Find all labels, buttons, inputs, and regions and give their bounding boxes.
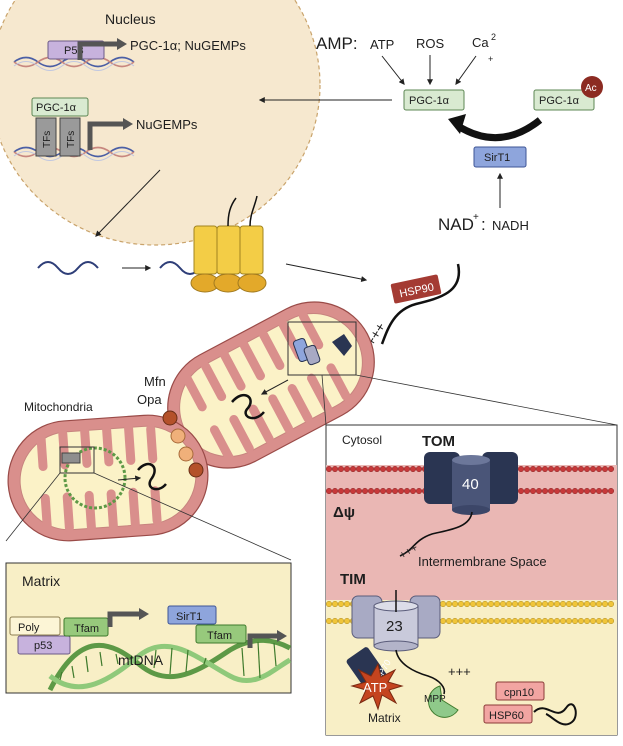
nad-charge: + [473,212,479,223]
acetyl-label: Ac [585,83,597,94]
tfs-transcription-arrow [87,121,124,150]
pgc1a-acetylated-label: PGC-1α [539,95,580,107]
tfam-transcription-arrow-1 [107,611,140,627]
mfn-label: Mfn [144,374,166,389]
mito-p53-box [17,635,71,655]
tom-label: TOM [422,433,455,450]
protein-import-inset: Cytosol TOM 40 Δψ +++ Intermembrane Spac… [325,424,618,736]
poly-label: Poly [18,622,40,634]
nad-label: NAD [438,215,474,234]
amp-label: AMP: [316,34,358,53]
tf-box-1 [35,117,57,157]
matrix-zoom-box [59,446,95,474]
tim23-label: 23 [386,618,403,635]
mpp-shape [428,685,459,718]
lower-mitochondrion [7,414,209,542]
matrix-inset-title: Matrix [22,573,60,589]
imported-protein-chain [395,649,446,695]
pgc1a-nuclear-box [31,97,89,117]
tfam-transcription-arrow-2 [247,633,278,648]
mtdna-helix [47,637,292,692]
tfam-box-2 [195,624,247,644]
tf-label-1: TFs [42,131,53,148]
atp-arrow [381,55,405,85]
pgc1a-nuclear-label: PGC-1α [36,102,77,114]
ims-label: Intermembrane Space [418,554,547,569]
nucleus-title: Nucleus [105,11,156,27]
hsp60-label: HSP60 [489,710,524,722]
mito-sirt1-box [167,605,217,625]
calcium-label: Ca [472,35,489,50]
pgc1a-activation: AMP: ATP ROS Ca 2 + PGC-1α PGC-1α Ac Sir… [258,32,603,234]
mrna-strand [37,261,99,275]
ribosome-to-hsp90-arrow [285,263,368,283]
p53-transcription-arrow [77,41,118,60]
calcium-arrow [455,55,477,85]
sirt1-box [473,146,527,168]
ros-label: ROS [416,36,445,51]
matrix-presequence-charge: +++ [448,664,471,679]
matrix-inset: Matrix Poly p53 Tfam SirT1 Tfam mtD [5,562,292,694]
cytoplasm-translation: HSP90 +++ [37,195,461,349]
opa-label: Opa [137,392,162,407]
calcium-charge-sign: + [488,54,493,64]
mito-p53-label: p53 [34,640,52,652]
tom-complex [424,452,518,515]
fusion-proteins [162,410,204,478]
nucleus-export-arrow [95,169,161,237]
hsp90-box [390,274,442,304]
import-complex-icon [292,334,352,366]
nucleus-envelope [0,0,321,246]
tim-label: TIM [340,571,366,588]
atp-label: ATP [370,37,394,52]
mtdna-label: mtDNA [118,652,164,668]
hsp60-box [483,704,533,724]
atp-label: ATP [363,680,387,695]
calcium-charge-number: 2 [491,32,496,42]
cpn10-label: cpn10 [504,687,534,699]
tim-complex [351,595,441,652]
mito-sirt1-label: SirT1 [176,611,202,623]
tfam-label-2: Tfam [207,630,232,642]
pgc1a-acetylated-box [533,89,595,111]
pgc1a-active-box [403,89,465,111]
folded-protein [533,703,577,726]
tfs-target-genes: NuGEMPs [136,117,198,132]
sirt1-label: SirT1 [484,152,510,164]
tfam-label-1: Tfam [74,623,99,635]
precursor-protein [380,263,461,345]
mitochondria-label: Mitochondria [24,400,93,414]
poly-box [9,616,61,636]
cytosol-label: Cytosol [342,433,382,447]
import-matrix-label: Matrix [368,711,401,725]
mitochondria-network: Mfn Opa Mitochondria [7,301,375,542]
tf-box-2 [59,117,81,157]
nadh-label: NADH [492,218,529,233]
acetyl-group [581,76,603,98]
p53-target-genes: PGC-1α; NuGEMPs [130,38,246,53]
atp-burst [350,662,404,711]
mpp-label: MPP [424,694,446,705]
nucleus: Nucleus P53 PGC-1α; NuGEMPs PGC-1α TFs T… [0,0,321,246]
importing-precursor-ims [399,511,473,557]
tf-label-2: TFs [66,131,77,148]
tom40-label: 40 [462,476,479,493]
pgc1a-active-label: PGC-1α [409,95,450,107]
cpn10-box [495,681,545,701]
membrane-potential-label: Δψ [333,504,355,521]
deacetylation-curved-arrow [456,117,543,142]
ribosome-complex [190,195,267,293]
nad-colon: : [481,215,486,234]
